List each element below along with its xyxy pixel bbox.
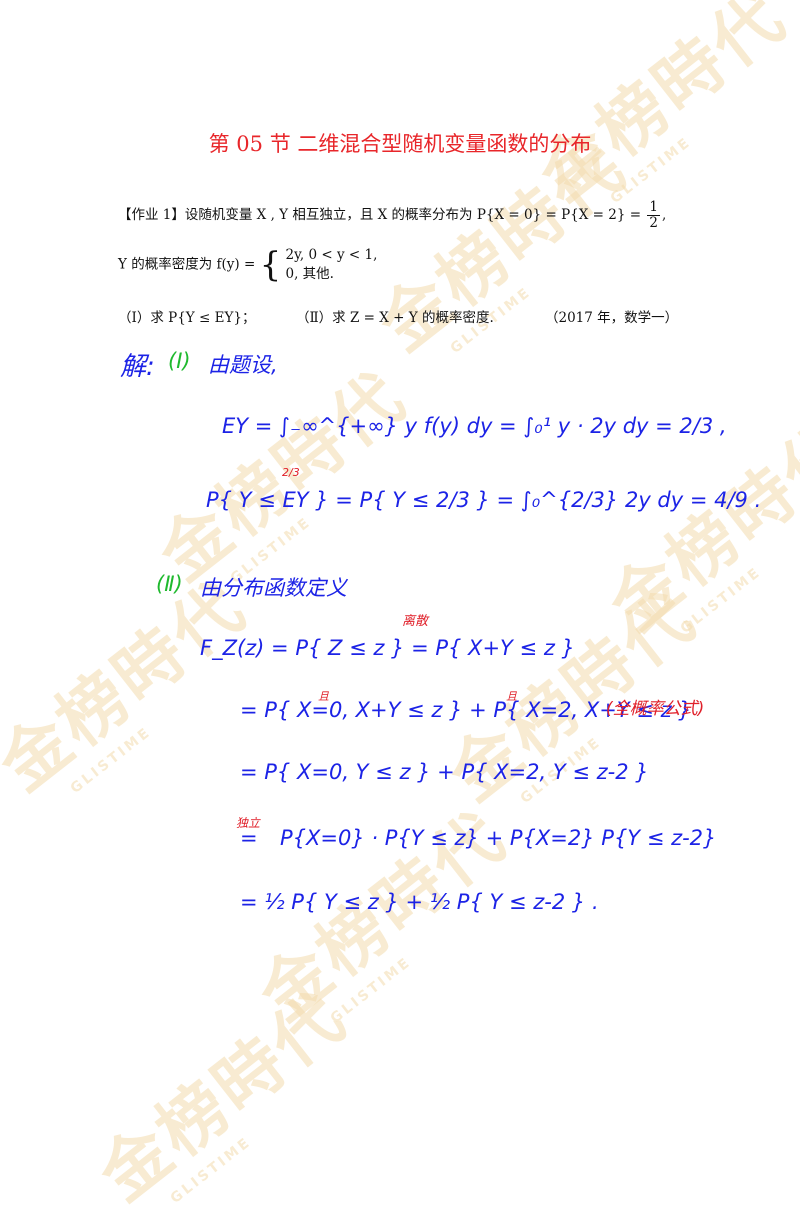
problem-source: （2017 年，数学一） [545, 310, 679, 326]
independence-equals: = [240, 826, 258, 850]
part-i-label: (Ⅰ) [168, 349, 191, 373]
problem-line-2: Y 的概率密度为 f(y) = { 2y, 0 < y < 1, 0, 其他. [118, 245, 378, 285]
independence-line: P{X=0} · P{Y ≤ z} + P{X=2} P{Y ≤ z-2} [280, 826, 717, 850]
annotation-discrete: 离散 [402, 614, 429, 629]
part-i-intro: 由题设, [208, 353, 278, 377]
fraction-half: 1 2 [647, 199, 660, 231]
problem-part-1: （Ⅰ）求 P{Y ≤ EY}； [118, 310, 256, 326]
probability-line: P{ Y ≤ EY } = P{ Y ≤ 2/3 } = ∫₀^{2/3} 2y… [206, 488, 762, 512]
expectation-line: EY = ∫₋∞^{+∞} y f(y) dy = ∫₀¹ y · 2y dy … [222, 414, 727, 438]
annotation-two-thirds: 2/3 [282, 466, 300, 479]
cdf-line: F_Z(z) = P{ Z ≤ z } = P{ X+Y ≤ z } [200, 636, 575, 660]
page-title: 第 05 节 二维混合型随机变量函数的分布 [208, 132, 592, 156]
part-ii-label: (Ⅱ) [156, 572, 183, 596]
total-probability-note: (全概率公式) [606, 699, 705, 719]
problem-part-2: （Ⅱ）求 Z = X + Y 的概率密度. [296, 310, 494, 326]
case-brace: { [259, 245, 282, 285]
part-ii-intro: 由分布函数定义 [200, 576, 347, 600]
density-cases: 2y, 0 < y < 1, 0, 其他. [285, 247, 378, 282]
final-line: = ½ P{ Y ≤ z } + ½ P{ Y ≤ z-2 } . [240, 890, 599, 914]
problem-line-1: 【作业 1】设随机变量 X , Y 相互独立，且 X 的概率分布为 P{X = … [118, 199, 667, 231]
annotation-and-2: 且 [506, 690, 517, 703]
substitution-line: = P{ X=0, Y ≤ z } + P{ X=2, Y ≤ z-2 } [240, 760, 649, 784]
annotation-and-1: 且 [318, 690, 329, 703]
annotation-independent: 独立 [236, 816, 261, 830]
total-probability-line: = P{ X=0, X+Y ≤ z } + P{ X=2, X+Y ≤ z } [240, 698, 692, 722]
solution-label: 解: [120, 352, 155, 382]
